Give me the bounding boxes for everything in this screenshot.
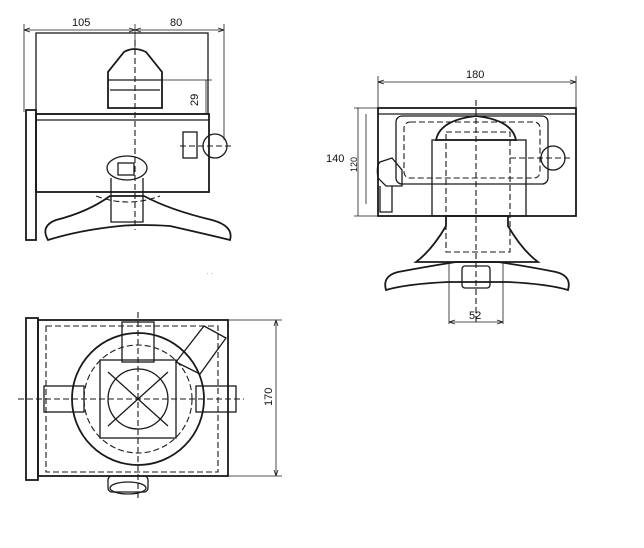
side-upper-housing xyxy=(35,32,209,115)
side-handwheel xyxy=(44,195,232,242)
front-head xyxy=(434,115,518,141)
front-outer-box xyxy=(377,107,577,217)
side-dim-arrows-top xyxy=(23,27,225,33)
dim-label-105: 105 xyxy=(72,17,90,29)
dim-label-52: 52 xyxy=(469,310,481,322)
front-left-latch-lever xyxy=(379,186,393,213)
plan-view: 170 xyxy=(18,312,282,500)
front-column-hidden xyxy=(445,131,511,253)
dim-label-29: 29 xyxy=(189,94,201,106)
plan-handle-nut xyxy=(109,481,147,495)
front-view: 52 180 140 120 xyxy=(326,69,577,325)
dim-label-180: 180 xyxy=(466,69,484,81)
side-lock-pin-body xyxy=(182,131,198,159)
plan-base-plate xyxy=(37,319,229,477)
front-pin-knob xyxy=(540,145,566,171)
side-flange xyxy=(25,109,37,241)
plan-angled-pin xyxy=(175,325,227,375)
dim-label-120: 120 xyxy=(349,157,359,172)
dim-label-170: 170 xyxy=(263,388,275,406)
side-lock-pin-knob xyxy=(202,133,228,159)
plan-dim-170-arrows xyxy=(273,319,279,477)
front-dim-180-arrows xyxy=(377,79,577,85)
side-view: 105 80 29 xyxy=(23,17,232,242)
side-hidden-arc xyxy=(95,195,161,203)
dim-label-80: 80 xyxy=(170,17,182,29)
side-handle-square xyxy=(117,162,135,176)
front-hub-nut xyxy=(461,265,491,289)
front-left-latch xyxy=(376,157,403,187)
front-handwheel xyxy=(384,261,570,292)
dim-label-140: 140 xyxy=(326,153,344,165)
front-inner-frame xyxy=(395,115,549,185)
plan-handle-stub xyxy=(107,475,149,493)
front-shaft-arrows xyxy=(448,319,504,325)
side-cap xyxy=(107,48,163,109)
side-handle-ring xyxy=(106,155,148,181)
front-lower-body xyxy=(413,215,541,263)
front-inner-frame-hidden xyxy=(403,121,541,179)
scan-noise: · · xyxy=(206,269,214,278)
side-handle-stem xyxy=(110,178,144,223)
